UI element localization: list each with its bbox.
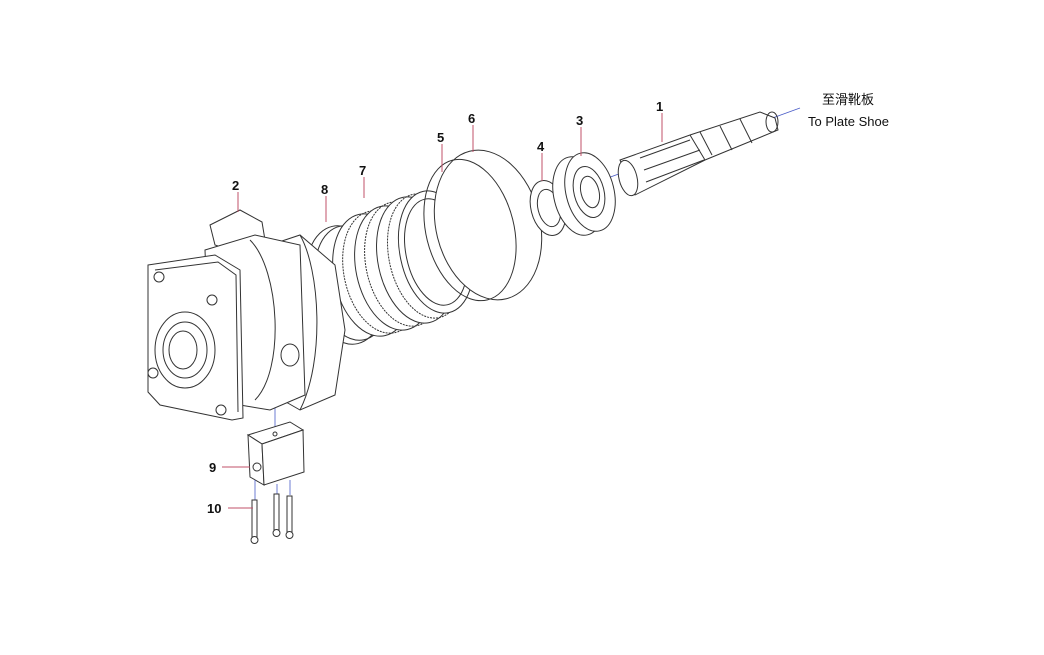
callout-2: 2 <box>232 178 239 193</box>
bolts <box>250 480 294 544</box>
valve-block <box>246 421 305 486</box>
leader-lines <box>222 113 663 509</box>
callout-4: 4 <box>537 139 545 154</box>
callout-9: 9 <box>209 460 216 475</box>
callout-5: 5 <box>437 130 444 145</box>
callout-7: 7 <box>359 163 366 178</box>
note-chinese: 至滑靴板 <box>822 92 874 107</box>
ball-bearing <box>552 152 616 236</box>
note-english: To Plate Shoe <box>808 114 889 129</box>
callout-8: 8 <box>321 182 328 197</box>
callout-3: 3 <box>576 113 583 128</box>
callout-1: 1 <box>656 99 663 114</box>
callout-6: 6 <box>468 111 475 126</box>
housing <box>147 209 346 421</box>
callout-10: 10 <box>207 501 221 516</box>
shaft <box>617 111 779 197</box>
